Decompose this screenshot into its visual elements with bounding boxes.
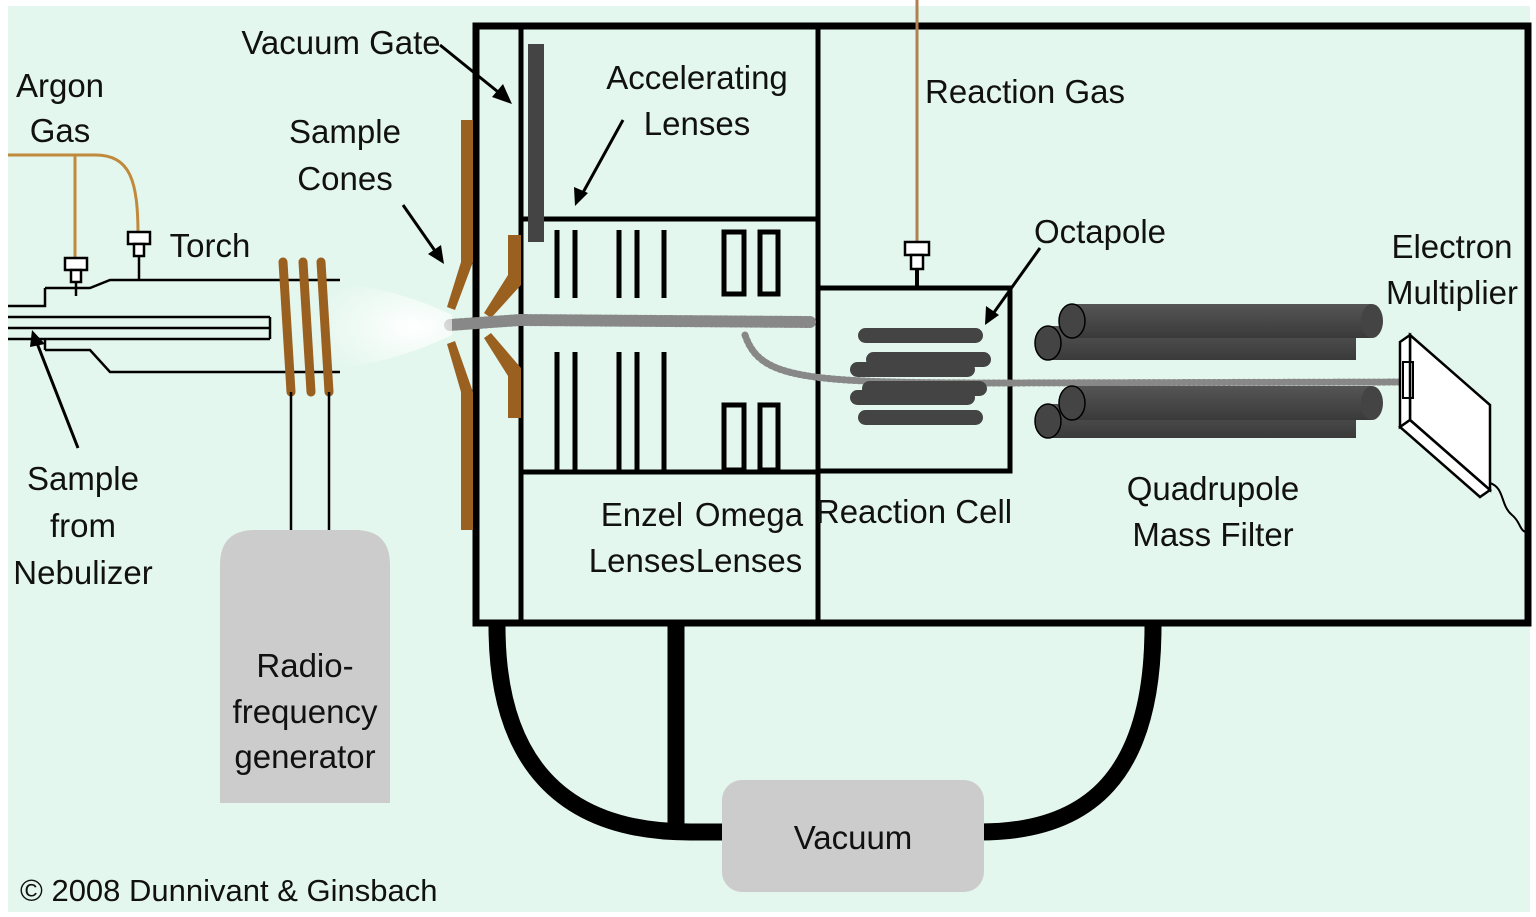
reaction-gas-feed <box>903 0 931 288</box>
enzel-lenses-label-line1: Enzel <box>601 496 684 533</box>
rf-coil <box>278 257 334 397</box>
octapole-rods <box>850 328 991 425</box>
accelerating-lenses-label-line2: Lenses <box>644 105 750 142</box>
vacuum-gate-label: Vacuum Gate <box>241 24 440 61</box>
sample-nebulizer-label-line3: Nebulizer <box>13 554 152 591</box>
argon-gas-label-line1: Argon <box>16 67 104 104</box>
rf-generator-label-line2: frequency <box>233 693 378 730</box>
accelerating-lenses-label-line1: Accelerating <box>606 59 788 96</box>
electron-multiplier <box>1397 332 1531 534</box>
sample-cones-label-line2: Cones <box>297 160 392 197</box>
pointer-arrows <box>33 43 1042 449</box>
plasma-glow <box>300 284 452 370</box>
reaction-cell-label: Reaction Cell <box>816 493 1012 530</box>
sample-nebulizer-label-line1: Sample <box>27 460 139 497</box>
quadrupole-label-line2: Mass Filter <box>1132 516 1293 553</box>
reaction-gas-label: Reaction Gas <box>925 73 1125 110</box>
rf-generator-label-line3: generator <box>234 738 375 775</box>
omega-lenses <box>721 229 781 473</box>
rf-leads <box>289 392 331 530</box>
torch-label: Torch <box>170 227 251 264</box>
omega-lenses-label-line2: Lenses <box>696 542 802 579</box>
sample-nebulizer-label-line2: from <box>50 507 116 544</box>
enzel-lenses-label-line2: Lenses <box>589 542 695 579</box>
quadrupole-label-line1: Quadrupole <box>1127 470 1299 507</box>
sample-cones <box>447 120 521 530</box>
octapole-label: Octapole <box>1034 213 1166 250</box>
copyright-notice: © 2008 Dunnivant & Ginsbach <box>20 873 438 908</box>
vacuum-tubing <box>488 625 1162 841</box>
rf-generator-box <box>220 530 390 803</box>
rf-generator-label-line1: Radio- <box>256 647 353 684</box>
arrow-heads <box>30 84 999 347</box>
vacuum-gate-plate <box>528 44 544 242</box>
electron-multiplier-label-line2: Multiplier <box>1386 274 1518 311</box>
omega-lenses-label-line1: Omega <box>695 496 804 533</box>
vacuum-box <box>722 780 984 892</box>
quadrupole-rods <box>1034 303 1383 439</box>
argon-valves <box>63 230 152 296</box>
enzel-lenses <box>554 230 667 470</box>
sample-cones-label-line1: Sample <box>289 113 401 150</box>
diagram-labels: Argon Gas Vacuum Gate Sample Cones Accel… <box>13 24 1518 908</box>
argon-gas-lines <box>8 153 140 260</box>
argon-gas-label-line2: Gas <box>30 112 91 149</box>
electron-multiplier-label-line1: Electron <box>1391 228 1512 265</box>
torch <box>8 278 340 374</box>
vacuum-label: Vacuum <box>794 819 913 856</box>
